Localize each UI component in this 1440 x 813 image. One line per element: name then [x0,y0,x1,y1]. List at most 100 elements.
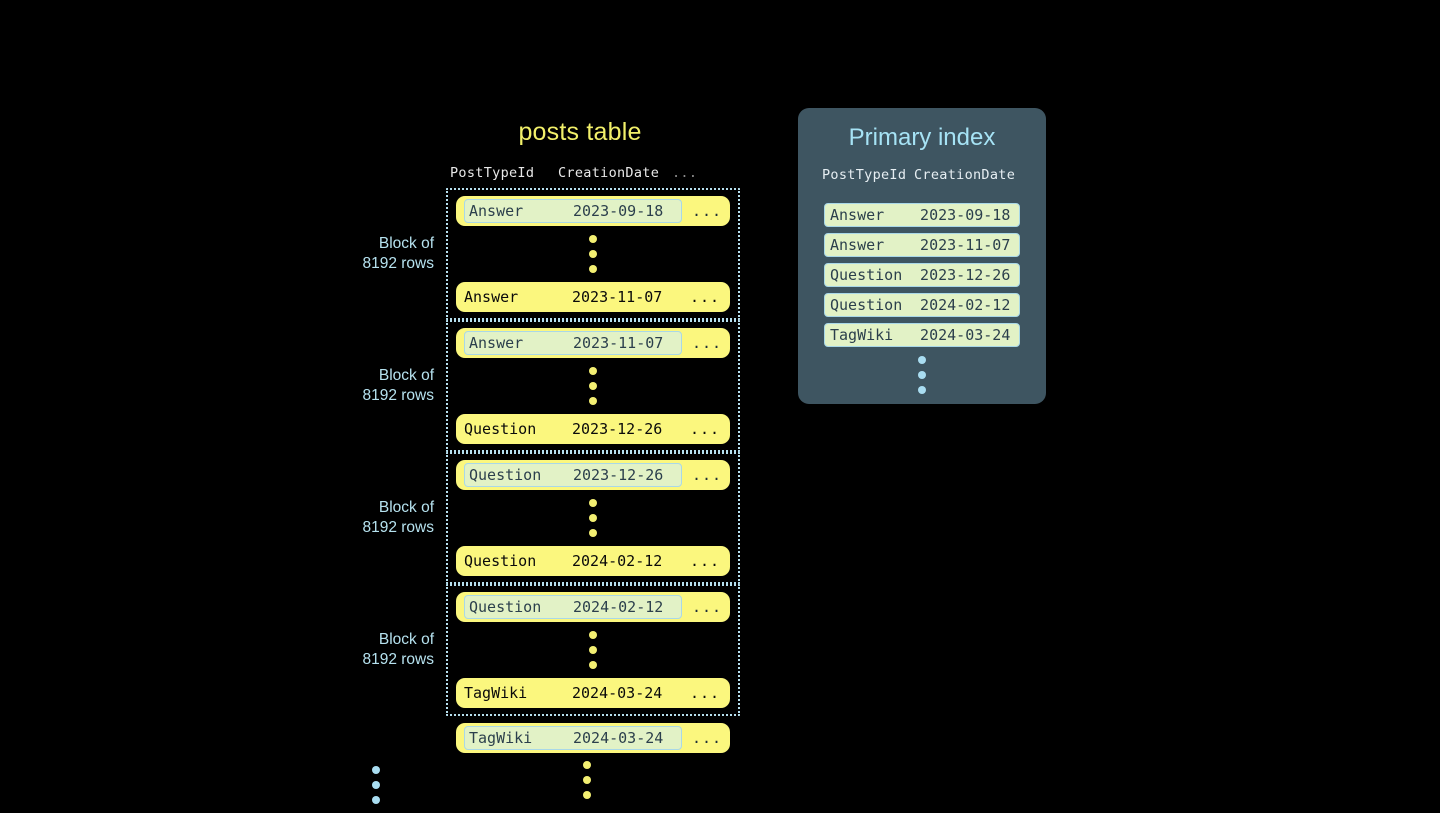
dot-icon [583,791,591,799]
dot-icon [589,265,598,273]
posts-table-title: posts table [518,118,642,146]
dot-icon [589,661,598,669]
dot-icon [372,766,380,774]
index-column-header-creationdate: CreationDate [914,167,1016,183]
vertical-ellipsis-icon [918,356,926,394]
vertical-ellipsis-icon [372,757,380,813]
block-label-line1: Block of [378,499,434,516]
primary-index-title: Primary index [848,124,996,151]
cell-creationdate: 2023-11-07 [572,288,663,306]
primary-index-continuation-dots [798,356,1046,394]
block-label-line2: 8192 rows [362,519,434,536]
cell-ellipsis: ... [690,288,721,306]
cell-posttypeid: Answer [469,334,524,352]
cell-posttypeid: Question [469,598,542,616]
block-label: Block of 8192 rows [330,320,446,452]
block-label-line2: 8192 rows [362,651,434,668]
table-row: TagWiki 2024-03-24... [456,723,731,753]
dot-icon [372,781,380,789]
dot-icon [589,514,598,522]
index-cell-creationdate: 2023-12-26 [920,266,1011,284]
block-label-line2: 8192 rows [362,387,434,404]
dot-icon [918,386,926,394]
posts-table-column-header: PostTypeId CreationDate ... [450,165,720,181]
column-header-ellipsis: ... [672,165,698,181]
block-label: Block of 8192 rows [330,188,446,320]
bottom-continuation-dots [330,757,740,813]
blocks-continuation-dots [330,757,434,813]
cell-creationdate: 2024-02-12 [573,598,664,616]
trailing-row-wrapper: TagWiki 2024-03-24... [330,721,740,755]
dot-icon [918,371,926,379]
dot-icon [589,529,598,537]
dot-icon [589,250,598,258]
cell-creationdate: 2023-11-07 [573,334,664,352]
index-cell-posttypeid: Answer [830,206,885,224]
cell-ellipsis: ... [692,598,723,616]
index-cell-posttypeid: Question [830,266,903,284]
cell-posttypeid: Answer [464,288,519,306]
index-entry: TagWiki 2024-03-24 [824,323,1020,347]
dot-icon [589,382,598,390]
primary-index-panel: Primary index PostTypeId CreationDate An… [798,108,1046,404]
dot-icon [589,646,598,654]
dot-icon [918,356,926,364]
dot-icon [589,499,598,507]
cell-ellipsis: ... [692,466,723,484]
cell-posttypeid: TagWiki [469,729,533,747]
vertical-ellipsis-icon [456,622,730,678]
cell-creationdate: 2023-09-18 [573,202,664,220]
trailing-row-container: TagWiki 2024-03-24... [446,721,740,755]
dot-icon [589,397,598,405]
index-key-highlight: TagWiki 2024-03-24 [464,726,682,750]
table-row: Answer 2023-11-07... [456,328,731,358]
index-cell-creationdate: 2024-02-12 [920,296,1011,314]
dot-icon [372,796,380,804]
cell-ellipsis: ... [692,334,723,352]
rows-continuation-dots [434,757,740,808]
cell-posttypeid: TagWiki [464,684,528,702]
cell-ellipsis: ... [692,729,723,747]
cell-creationdate: 2024-03-24 [573,729,664,747]
cell-ellipsis: ... [690,420,721,438]
index-column-header-posttypeid: PostTypeId [822,167,907,183]
index-cell-posttypeid: Question [830,296,903,314]
primary-index-column-header: PostTypeId CreationDate [822,167,1022,183]
cell-creationdate: 2023-12-26 [572,420,663,438]
index-entry: Question 2024-02-12 [824,293,1020,317]
column-header-creationdate: CreationDate [558,165,660,181]
index-cell-posttypeid: TagWiki [830,326,894,344]
index-cell-creationdate: 2024-03-24 [920,326,1011,344]
column-header-posttypeid: PostTypeId [450,165,535,181]
block-label: Block of 8192 rows [330,452,446,584]
dot-icon [589,367,598,375]
cell-posttypeid: Question [464,552,537,570]
cell-ellipsis: ... [690,552,721,570]
index-cell-posttypeid: Answer [830,236,885,254]
index-key-highlight: Answer 2023-11-07 [464,331,682,355]
cell-creationdate: 2023-12-26 [573,466,664,484]
block-label-line1: Block of [378,235,434,252]
cell-creationdate: 2024-03-24 [572,684,663,702]
block-label-line1: Block of [378,367,434,384]
block-label-line2: 8192 rows [362,255,434,272]
